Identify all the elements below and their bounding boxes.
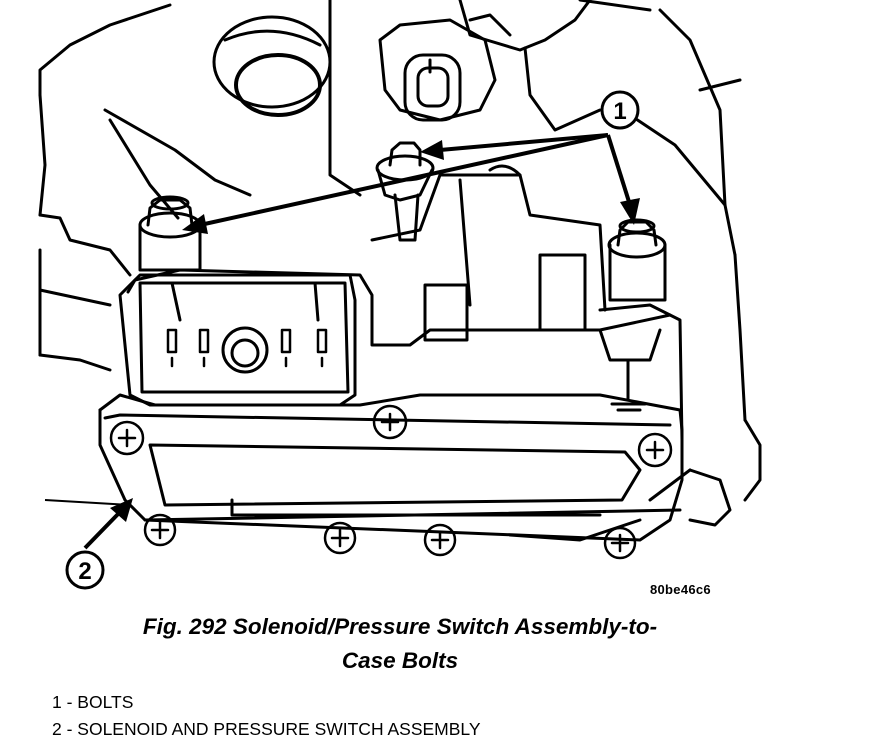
figure-legend: 1 - BOLTS 2 - SOLENOID AND PRESSURE SWIT… [52,689,481,743]
callout-2-leader [44,498,133,550]
bolt-left [138,195,202,272]
transmission-case-outline [38,0,762,542]
callout-2-balloon: 2 [65,550,105,590]
solenoid-assembly-illustration: 1 2 [38,0,762,590]
figure-caption-line-2: Case Bolts [341,648,459,673]
figure-image-code: 80be46c6 [650,582,711,597]
case-connector [378,13,512,122]
callout-1-leaders [182,133,640,234]
bolt-center [375,141,435,242]
legend-item-solenoid-assembly: 2 - SOLENOID AND PRESSURE SWITCH ASSEMBL… [52,719,481,739]
bolt-right [607,218,667,302]
figure-caption-line-1: Fig. 292 Solenoid/Pressure Switch Assemb… [142,614,658,639]
legend-item-bolts: 1 - BOLTS [52,692,134,712]
callout-1-number: 1 [613,98,626,125]
solenoid-pressure-switch-assembly [98,164,684,560]
case-boss [212,15,332,117]
figure-caption: Fig. 292 Solenoid/Pressure Switch Assemb… [40,610,760,678]
callout-2-number: 2 [78,558,91,585]
callout-1-balloon: 1 [600,90,640,130]
